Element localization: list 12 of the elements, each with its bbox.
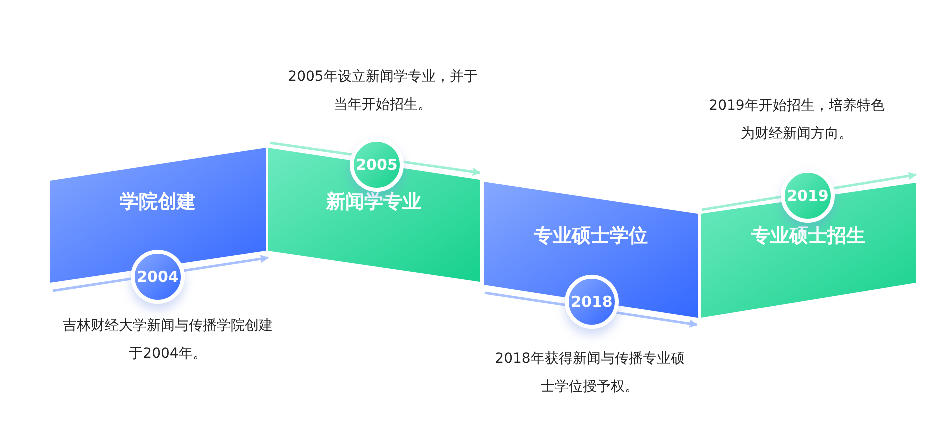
timeline-panel bbox=[701, 183, 916, 318]
panel-title: 专业硕士学位 bbox=[533, 224, 649, 249]
timeline-panel bbox=[484, 182, 698, 318]
timeline-panel bbox=[50, 148, 266, 283]
timeline-panel bbox=[268, 148, 480, 282]
description-text: 2019年开始招生，培养特色为财经新闻方向。 bbox=[708, 97, 886, 144]
description-text: 2018年获得新闻与传播专业硕士学位授予权。 bbox=[494, 350, 686, 397]
panel-title: 学院创建 bbox=[119, 190, 197, 215]
description-text: 吉林财经大学新闻与传播学院创建于2004年。 bbox=[62, 317, 274, 364]
panel-title: 新闻学专业 bbox=[325, 190, 422, 215]
panel-title: 专业硕士招生 bbox=[750, 224, 866, 249]
description-text: 2005年设立新闻学专业，并于当年开始招生。 bbox=[288, 68, 478, 115]
